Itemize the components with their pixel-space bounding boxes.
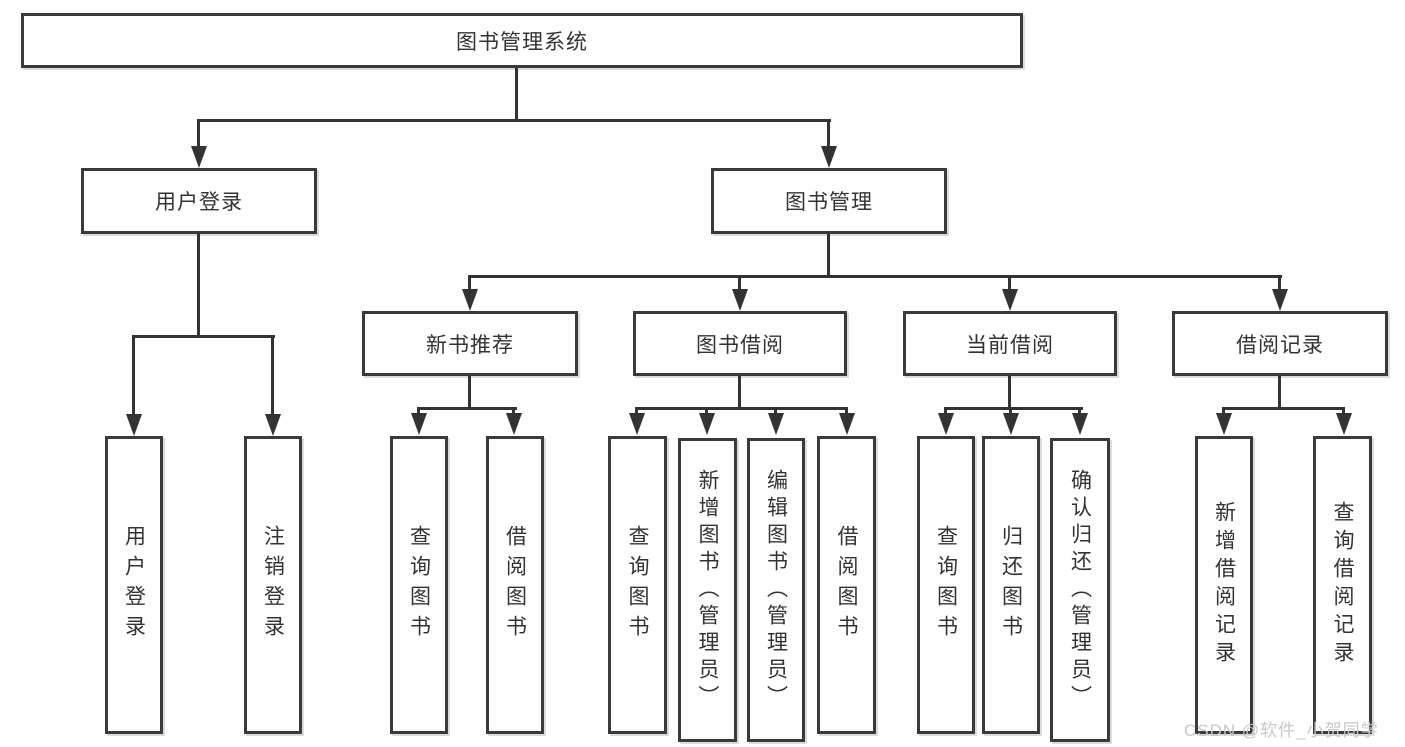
leaf-logout: 注销登录	[244, 436, 302, 734]
leaf-cb-return-books-label: 归还图书	[999, 525, 1023, 645]
leaf-cb-confirm-return-admin-label: 确认归还（管理员）	[1068, 468, 1092, 712]
connector-drop-rec-borrow	[512, 407, 515, 417]
arrow-down-new-book	[462, 289, 478, 311]
leaf-cb-query-books-label: 查询图书	[934, 525, 958, 645]
connector-user-login-vline	[197, 234, 200, 338]
connector-drop-book-borrowing	[738, 275, 741, 291]
connector-book-borrowing-vline	[738, 376, 741, 410]
leaf-bb-query-books: 查询图书	[608, 436, 667, 734]
leaf-br-query-record-label: 查询借阅记录	[1331, 501, 1354, 669]
arrow-down-leaf-logout	[265, 414, 281, 436]
leaf-bb-edit-books-admin-label: 编辑图书（管理员）	[764, 468, 788, 712]
node-book-borrowing-label: 图书借阅	[696, 333, 784, 357]
connector-book-borrowing-hline	[635, 407, 848, 410]
connector-drop-new-book	[468, 275, 471, 291]
node-book-management: 图书管理	[711, 168, 947, 234]
csdn-watermark: CSDN @软件_小贺同学	[1184, 721, 1379, 740]
arrow-down-book-borrowing	[732, 289, 748, 311]
connector-drop-cb-query	[944, 407, 947, 417]
leaf-cb-confirm-return-admin: 确认归还（管理员）	[1050, 438, 1110, 742]
connector-current-borrowing-vline	[1008, 376, 1011, 410]
arrow-down-br-add	[1216, 413, 1232, 435]
arrow-down-bb-borrow	[839, 413, 855, 435]
node-new-book-recommend-label: 新书推荐	[426, 333, 514, 357]
node-book-borrowing: 图书借阅	[633, 311, 847, 376]
connector-drop-cb-return	[1009, 407, 1012, 417]
arrow-down-rec-borrow	[506, 413, 522, 435]
connector-drop-user-login	[197, 119, 200, 147]
connector-drop-borrowing-records	[1278, 275, 1281, 291]
node-book-management-label: 图书管理	[785, 191, 873, 214]
connector-drop-bb-edit	[774, 407, 777, 417]
arrow-down-br-query	[1336, 413, 1352, 435]
arrow-down-borrowing-records	[1272, 289, 1288, 311]
arrow-down-rec-query	[411, 413, 427, 435]
leaf-bb-add-books-admin: 新增图书（管理员）	[678, 438, 737, 742]
arrow-down-bb-edit	[768, 413, 784, 435]
leaf-bb-add-books-admin-label: 新增图书（管理员）	[696, 468, 719, 712]
leaf-cb-return-books: 归还图书	[982, 436, 1040, 734]
node-current-borrowing: 当前借阅	[903, 311, 1117, 376]
node-current-borrowing-label: 当前借阅	[966, 333, 1054, 357]
node-new-book-recommend: 新书推荐	[362, 311, 578, 376]
leaf-rec-query-books: 查询图书	[390, 436, 448, 734]
arrow-down-book-management	[821, 146, 837, 168]
leaf-bb-borrow-books: 借阅图书	[817, 436, 876, 734]
node-borrowing-records: 借阅记录	[1172, 311, 1388, 376]
node-user-login: 用户登录	[81, 168, 317, 234]
connector-drop-bb-borrow	[845, 407, 848, 417]
connector-borrowing-records-vline	[1278, 376, 1281, 410]
connector-drop-cb-confirm	[1078, 407, 1081, 417]
node-root-label: 图书管理系统	[456, 30, 588, 54]
connector-level2-hline	[197, 119, 831, 122]
leaf-bb-edit-books-admin: 编辑图书（管理员）	[747, 438, 805, 742]
leaf-br-add-record-label: 新增借阅记录	[1212, 501, 1236, 669]
leaf-bb-borrow-books-label: 借阅图书	[835, 525, 858, 645]
node-borrowing-records-label: 借阅记录	[1236, 333, 1324, 357]
leaf-bb-query-books-label: 查询图书	[626, 525, 649, 645]
connector-drop-leaf-logout	[271, 335, 274, 415]
node-root: 图书管理系统	[21, 13, 1023, 68]
connector-book-management-vline	[827, 234, 830, 278]
connector-level3-hline	[468, 275, 1282, 278]
arrow-down-leaf-user-login	[126, 414, 142, 436]
arrow-down-cb-query	[938, 413, 954, 435]
connector-new-book-hline	[417, 407, 517, 410]
connector-drop-book-management	[827, 119, 830, 147]
leaf-user-login-label: 用户登录	[122, 525, 146, 645]
leaf-rec-borrow-books-label: 借阅图书	[503, 525, 527, 645]
leaf-rec-borrow-books: 借阅图书	[486, 436, 544, 734]
connector-drop-br-query	[1342, 407, 1345, 417]
connector-root-vline	[515, 68, 518, 122]
arrow-down-bb-query	[629, 413, 645, 435]
leaf-cb-query-books: 查询图书	[917, 436, 975, 734]
connector-drop-leaf-user-login	[132, 335, 135, 415]
leaf-rec-query-books-label: 查询图书	[407, 525, 431, 645]
arrow-down-cb-return	[1003, 413, 1019, 435]
leaf-br-add-record: 新增借阅记录	[1195, 436, 1253, 734]
arrow-down-bb-add	[699, 413, 715, 435]
leaf-user-login: 用户登录	[105, 436, 163, 734]
node-user-login-label: 用户登录	[155, 191, 243, 214]
connector-drop-bb-query	[635, 407, 638, 417]
leaf-br-query-record: 查询借阅记录	[1313, 436, 1372, 734]
connector-borrowing-records-hline	[1222, 407, 1345, 410]
arrow-down-cb-confirm	[1072, 413, 1088, 435]
arrow-down-current-borrowing	[1002, 289, 1018, 311]
leaf-logout-label: 注销登录	[261, 525, 285, 645]
connector-drop-current-borrowing	[1008, 275, 1011, 291]
connector-drop-br-add	[1222, 407, 1225, 417]
connector-drop-bb-add	[705, 407, 708, 417]
connector-new-book-vline	[468, 376, 471, 410]
arrow-down-user-login	[191, 146, 207, 168]
connector-user-login-hline	[132, 335, 275, 338]
connector-current-borrowing-hline	[944, 407, 1083, 410]
connector-drop-rec-query	[417, 407, 420, 417]
